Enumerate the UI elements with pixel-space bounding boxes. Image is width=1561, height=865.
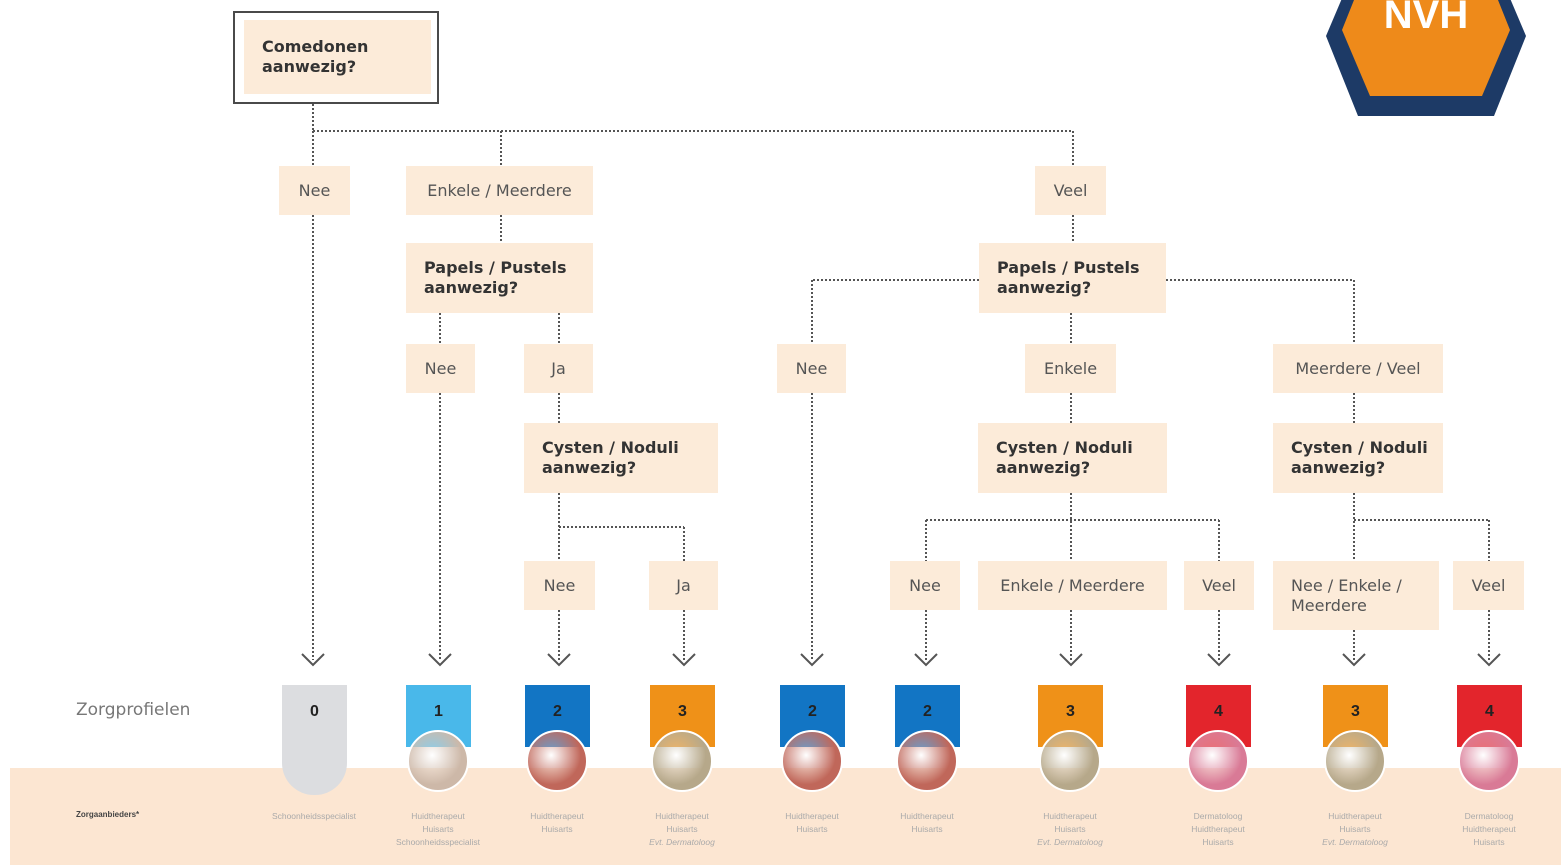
profile-value: 0 <box>282 685 347 795</box>
skin-photo <box>1458 730 1520 792</box>
skin-photo <box>526 730 588 792</box>
provider-line: Huisarts <box>1202 837 1234 847</box>
arrow-head <box>1477 653 1501 667</box>
arrow-head <box>1207 653 1231 667</box>
answer-enkele-meerdere-2: Enkele / Meerdere <box>978 561 1167 610</box>
provider-line: Huisarts <box>1054 824 1086 834</box>
answer-nee-4: Nee <box>524 561 595 610</box>
provider-line: Huisarts <box>1473 837 1505 847</box>
provider-line: Huisarts <box>541 824 573 834</box>
arrow-head <box>914 653 938 667</box>
provider-line: Huidtherapeut <box>900 811 954 821</box>
provider-line: Schoonheidsspecialist <box>271 811 357 821</box>
question-papels-right: Papels / Pustels aanwezig? <box>979 243 1166 313</box>
answer-enkele: Enkele <box>1025 344 1116 393</box>
providers-band <box>10 768 1561 865</box>
profile-badge: 2 <box>895 685 960 795</box>
skin-photo <box>1187 730 1249 792</box>
skin-photo <box>1324 730 1386 792</box>
profile-badge: 4 <box>1186 685 1251 795</box>
arrow-head <box>428 653 452 667</box>
answer-ja-1: Ja <box>524 344 593 393</box>
question-cysten-b: Cysten / Noduli aanwezig? <box>978 423 1167 493</box>
nvh-logo: NVH <box>1326 0 1526 116</box>
arrow-head <box>672 653 696 667</box>
arrow-head <box>1342 653 1366 667</box>
profile-badge: 3 <box>650 685 715 795</box>
question-comedonen: Comedonen aanwezig? <box>244 20 431 94</box>
skin-photo <box>407 730 469 792</box>
skin-photo <box>651 730 713 792</box>
provider-line: Schoonheidsspecialist <box>395 837 481 847</box>
answer-ja-2: Ja <box>649 561 718 610</box>
provider-line: Huidtherapeut <box>1191 824 1245 834</box>
skin-photo <box>781 730 843 792</box>
provider-line: Huisarts <box>422 824 454 834</box>
arrow-head <box>547 653 571 667</box>
answer-enkele-meerdere-1: Enkele / Meerdere <box>406 166 593 215</box>
providers-label: Zorgaanbieders* <box>76 810 140 819</box>
answer-nee-enkele-meerdere: Nee / Enkele / Meerdere <box>1273 561 1439 630</box>
provider-line: Huidtherapeut <box>1328 811 1382 821</box>
answer-veel-1: Veel <box>1035 166 1106 215</box>
profile-badge: 4 <box>1457 685 1522 795</box>
answer-nee-1: Nee <box>279 166 350 215</box>
provider-line: Huidtherapeut <box>1043 811 1097 821</box>
answer-nee-3: Nee <box>777 344 846 393</box>
provider-line: Evt. Dermatoloog <box>1322 837 1388 847</box>
profile-badge: 2 <box>525 685 590 795</box>
question-cysten-c: Cysten / Noduli aanwezig? <box>1273 423 1443 493</box>
skin-photo <box>1039 730 1101 792</box>
provider-line: Huisarts <box>796 824 828 834</box>
profile-badge: 2 <box>780 685 845 795</box>
provider-line: Huidtherapeut <box>1462 824 1516 834</box>
skin-photo <box>896 730 958 792</box>
answer-veel-3: Veel <box>1453 561 1524 610</box>
arrow-head <box>301 653 325 667</box>
logo-inner-hexagon <box>1342 0 1510 96</box>
question-papels-left: Papels / Pustels aanwezig? <box>406 243 593 313</box>
profile-badge: 3 <box>1038 685 1103 795</box>
answer-nee-5: Nee <box>890 561 960 610</box>
answer-meerdere-veel: Meerdere / Veel <box>1273 344 1443 393</box>
provider-line: Evt. Dermatoloog <box>649 837 715 847</box>
provider-line: Huisarts <box>911 824 943 834</box>
logo-text: NVH <box>1384 0 1468 37</box>
provider-line: Huidtherapeut <box>785 811 839 821</box>
profiles-label: Zorgprofielen <box>76 700 191 720</box>
answer-nee-2: Nee <box>406 344 475 393</box>
provider-line: Evt. Dermatoloog <box>1037 837 1103 847</box>
profile-badge: 1 <box>406 685 471 795</box>
question-cysten-a: Cysten / Noduli aanwezig? <box>524 423 718 493</box>
provider-line: Dermatoloog <box>1464 811 1514 821</box>
answer-veel-2: Veel <box>1184 561 1254 610</box>
provider-list: Schoonheidsspecialist <box>254 810 374 823</box>
provider-line: Huidtherapeut <box>411 811 465 821</box>
profile-badge: 3 <box>1323 685 1388 795</box>
provider-line: Dermatoloog <box>1193 811 1243 821</box>
arrow-head <box>800 653 824 667</box>
provider-line: Huisarts <box>1339 824 1371 834</box>
provider-line: Huidtherapeut <box>655 811 709 821</box>
provider-line: Huidtherapeut <box>530 811 584 821</box>
arrow-head <box>1059 653 1083 667</box>
provider-line: Huisarts <box>666 824 698 834</box>
profile-badge: 0 <box>282 685 347 795</box>
